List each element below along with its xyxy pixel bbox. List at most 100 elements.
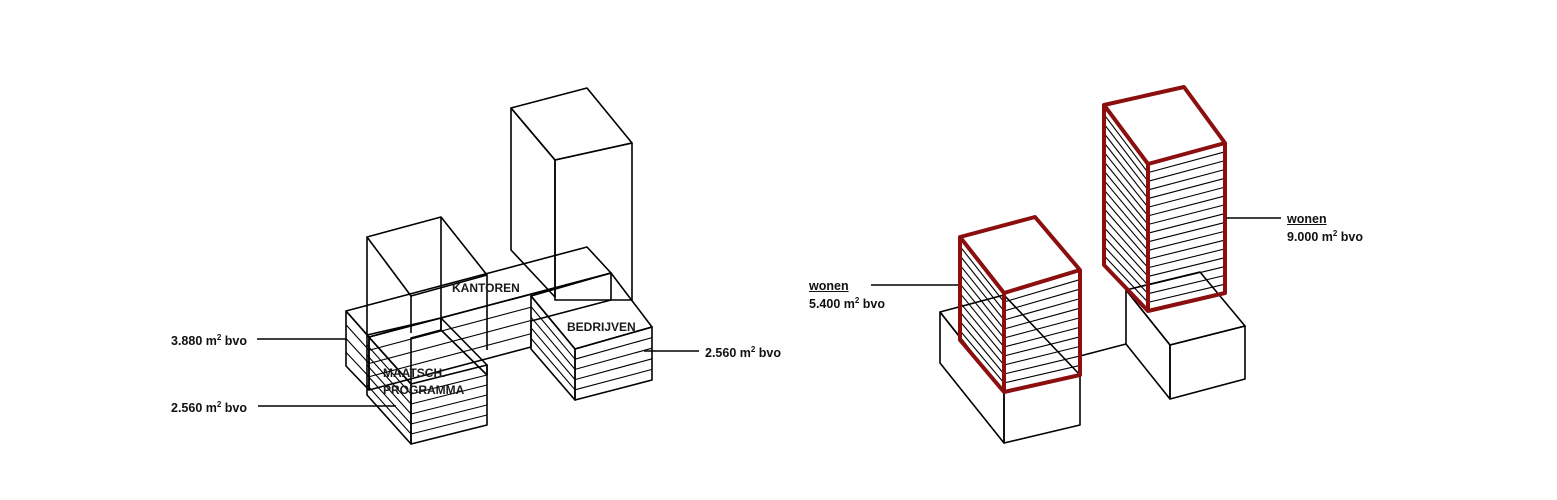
low-tower-floor-line bbox=[1003, 345, 1081, 366]
tall-tower-floor-line bbox=[1103, 208, 1149, 260]
tall-tower-floor-line bbox=[1147, 257, 1226, 277]
tall-tower-floor-line bbox=[1147, 221, 1226, 243]
tall-tower-floor-line bbox=[1147, 274, 1226, 295]
tall-wonen-area: 9.000 m2 bvo bbox=[1287, 229, 1363, 244]
tall-wonen-area-sup: 2 bbox=[1332, 229, 1338, 239]
plinth-right bbox=[1079, 271, 1246, 400]
low-wonen-area-value: 5.400 m bbox=[809, 297, 855, 312]
tall-wonen-label: wonen 9.000 m2 bvo bbox=[1287, 212, 1363, 245]
tall-tower-floor-line bbox=[1103, 123, 1149, 182]
tall-tower-floor-line bbox=[1103, 114, 1149, 173]
tall-tower-floor-line bbox=[1147, 248, 1226, 269]
kantoren-floor-line bbox=[345, 324, 370, 351]
kantoren-volume-label: KANTOREN bbox=[452, 281, 520, 295]
bedrijven-floor-line bbox=[574, 358, 653, 381]
bedrijven-area-unit: bvo bbox=[755, 346, 782, 360]
tall-tower-floor-line bbox=[1147, 195, 1226, 217]
maatsch-floor-line bbox=[366, 364, 412, 415]
tall-wonen-title: wonen bbox=[1287, 212, 1327, 226]
white-tower-small bbox=[366, 216, 488, 350]
tall-tower-floor-line bbox=[1103, 198, 1149, 251]
low-wonen-area-sup: 2 bbox=[854, 296, 860, 306]
tall-tower-floor-line bbox=[1103, 179, 1149, 234]
kantoren-area-unit: bvo bbox=[221, 334, 248, 348]
bedrijven-floor-line bbox=[530, 338, 576, 391]
low-tower-floor-line bbox=[1003, 307, 1081, 330]
tall-tower-floor-line bbox=[1103, 170, 1149, 225]
low-wonen-area-unit: bvo bbox=[859, 297, 886, 312]
tall-tower-floor-line bbox=[1103, 142, 1149, 199]
low-tower-floor-line bbox=[959, 274, 1005, 330]
low-tower-floor-line bbox=[959, 255, 1005, 312]
bedrijven-volume bbox=[530, 272, 653, 401]
maatsch-floor-line bbox=[366, 374, 412, 425]
low-tower-floor-line bbox=[1003, 298, 1081, 321]
kantoren-area-label: 3.880 m2 bvo bbox=[171, 333, 247, 348]
maatsch-floor-line bbox=[410, 384, 488, 405]
kantoren-floor-line bbox=[345, 338, 370, 364]
kantoren-floor-line bbox=[368, 319, 532, 365]
tall-tower-floor-line bbox=[1147, 160, 1226, 182]
kantoren-floor-line bbox=[368, 333, 532, 378]
low-tower-floor-line bbox=[959, 330, 1005, 384]
tall-tower-floor-line bbox=[1147, 213, 1226, 234]
bedrijven-floor-line bbox=[530, 306, 576, 360]
kantoren-floor-line bbox=[368, 306, 532, 351]
low-wonen-area: 5.400 m2 bvo bbox=[809, 296, 885, 311]
maatsch-floor-line bbox=[410, 414, 488, 435]
low-tower-floor-line bbox=[959, 283, 1005, 339]
tall-tower-floor-line bbox=[1147, 265, 1226, 286]
tall-wonen-area-unit: bvo bbox=[1337, 230, 1364, 245]
tall-tower-floor-line bbox=[1103, 151, 1149, 208]
bedrijven-area-sup: 2 bbox=[750, 345, 756, 354]
kantoren-area-sup: 2 bbox=[216, 333, 222, 342]
bedrijven-floor-line bbox=[530, 327, 576, 380]
low-tower-floor-line bbox=[1003, 317, 1081, 339]
bedrijven-floor-line bbox=[574, 337, 653, 360]
kantoren-area-value: 3.880 m bbox=[171, 334, 217, 348]
bedrijven-area-label: 2.560 m2 bvo bbox=[705, 345, 781, 360]
low-tower-floor-line bbox=[1003, 336, 1081, 357]
bedrijven-floor-line bbox=[574, 368, 653, 391]
kantoren-floor-line bbox=[345, 351, 370, 378]
maatsch-floor-line bbox=[410, 404, 488, 425]
tall-tower-floor-line bbox=[1103, 161, 1149, 217]
maatsch-floor-line bbox=[366, 354, 412, 405]
low-tower-floor-line bbox=[959, 292, 1005, 348]
maatsch-area-unit: bvo bbox=[221, 401, 248, 415]
tall-tower-floor-line bbox=[1147, 230, 1226, 252]
tall-tower-floor-line bbox=[1147, 186, 1226, 208]
low-tower-floor-line bbox=[959, 320, 1005, 375]
right-massing bbox=[871, 85, 1281, 444]
left-massing bbox=[257, 87, 699, 445]
tall-tower-floor-line bbox=[1103, 255, 1149, 303]
tall-wonen-area-value: 9.000 m bbox=[1287, 230, 1333, 245]
tall-tower-floor-line bbox=[1103, 236, 1149, 286]
tall-tower-floor-line bbox=[1147, 168, 1226, 191]
low-tower-floor-line bbox=[1003, 279, 1081, 303]
maatsch-volume-label-line1: MAATSCH. bbox=[383, 366, 446, 380]
maatsch-floor-line bbox=[410, 394, 488, 415]
tall-tower-floor-line bbox=[1147, 151, 1226, 174]
tall-tower-floor-line bbox=[1103, 189, 1149, 243]
tall-residential-tower bbox=[1102, 85, 1227, 313]
tall-tower-floor-line bbox=[1147, 204, 1226, 226]
bedrijven-volume-label: BEDRIJVEN bbox=[567, 320, 636, 334]
low-tower-floor-line bbox=[1003, 364, 1081, 384]
low-tower-floor-line bbox=[959, 311, 1005, 366]
tall-tower-floor-line bbox=[1103, 217, 1149, 269]
low-residential-tower bbox=[958, 215, 1082, 394]
maatsch-volume bbox=[366, 317, 488, 445]
maatsch-area-value: 2.560 m bbox=[171, 401, 217, 415]
maatsch-area-sup: 2 bbox=[216, 400, 222, 409]
low-tower-floor-line bbox=[959, 302, 1005, 357]
tall-tower-floor-line bbox=[1103, 226, 1149, 277]
white-tower bbox=[510, 87, 633, 301]
tall-tower-floor-line bbox=[1103, 132, 1149, 191]
low-tower-floor-line bbox=[1003, 326, 1081, 348]
tall-tower-floor-line bbox=[1103, 245, 1149, 295]
low-tower-floor-line bbox=[1003, 355, 1081, 375]
maatsch-floor-line bbox=[366, 384, 412, 435]
maatsch-floor-line bbox=[410, 374, 488, 395]
